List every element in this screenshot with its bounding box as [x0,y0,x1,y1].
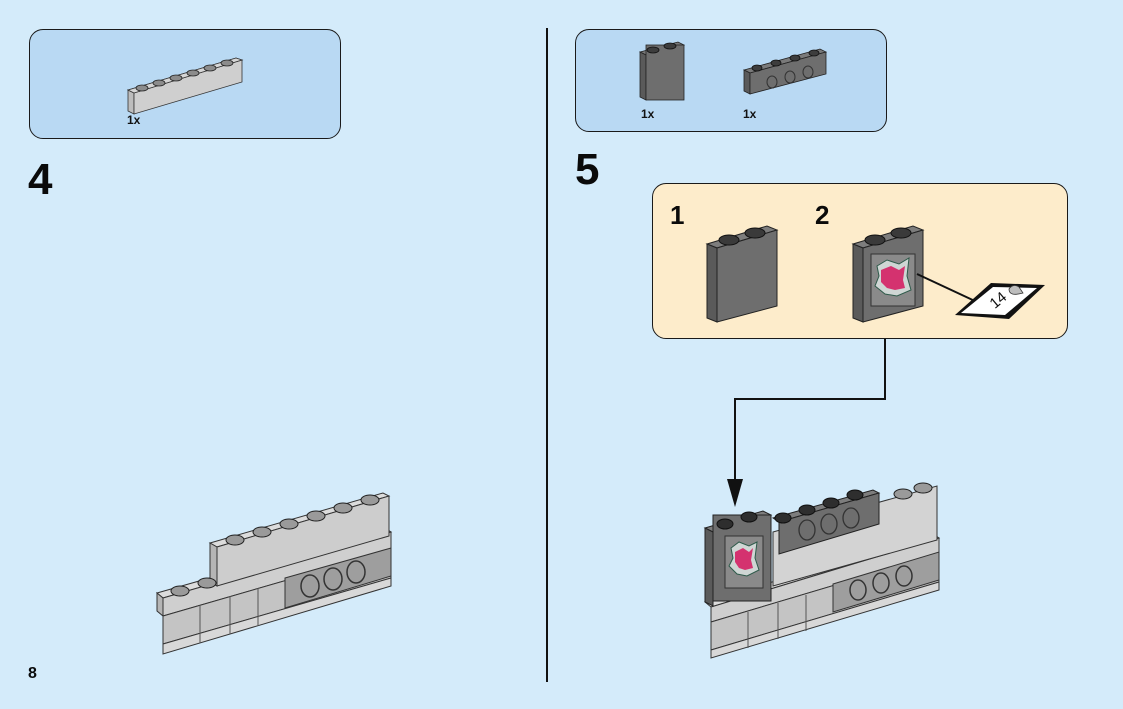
sub-step-1-number: 1 [670,200,685,230]
sub-step-2-brick-with-sticker [851,225,925,323]
step-4-number: 4 [28,155,53,204]
step-5-parts-box: 1x 1x [575,29,887,132]
page-number: 8 [28,665,37,682]
step-4-parts-box: 1x [29,29,341,139]
sticker-icon [955,283,1045,319]
brick-1x2x2-icon [638,41,686,101]
brick-1x6-icon [126,57,244,115]
step-5-number: 5 [575,145,600,194]
technic-brick-1x4-icon [742,48,828,95]
step-5-assembly-illustration [703,482,941,659]
page-divider [546,28,548,682]
sticker-pointer-line [916,273,978,303]
sub-step-1-brick [705,225,779,323]
part-quantity: 1x [641,107,655,121]
part-quantity: 1x [127,113,141,127]
placement-arrow [727,339,886,507]
sub-step-2-number: 2 [815,200,830,230]
sub-assembly-callout: 1 2 14 [652,183,1068,339]
part-quantity: 1x [743,107,757,121]
step-4-assembly-illustration [155,492,393,655]
